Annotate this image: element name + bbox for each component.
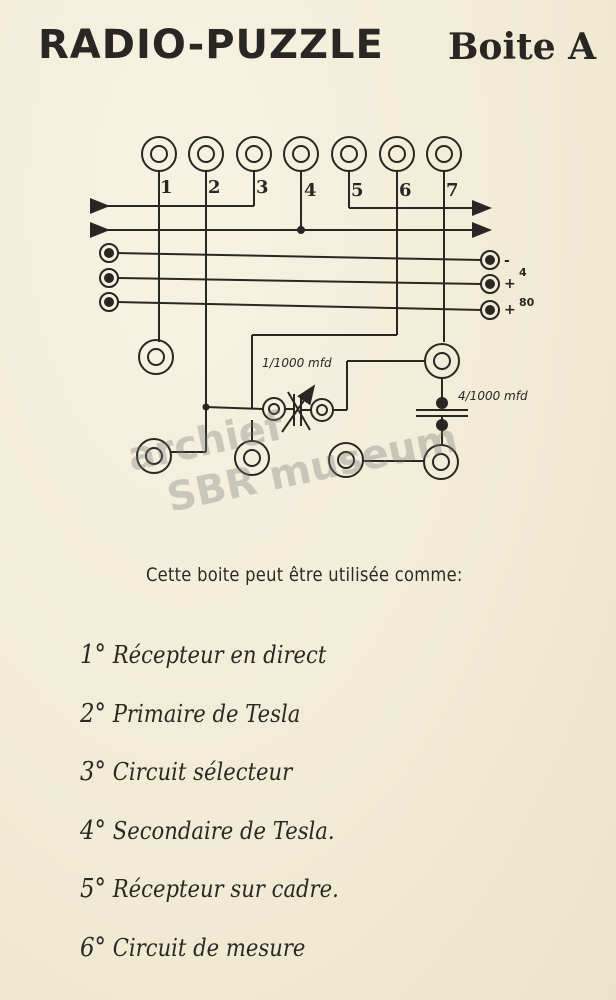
side-label-80: 80 — [519, 296, 535, 309]
terminal-number-1: 1 — [160, 177, 173, 198]
terminal-number-4: 4 — [304, 180, 317, 201]
list-item-number: 3° — [80, 757, 107, 787]
list-item-number: 4° — [80, 815, 107, 846]
list-item-label: Récepteur en direct — [112, 641, 327, 669]
list-item: 2° Primaire de Tesla — [80, 699, 502, 758]
list-item: 1° Récepteur en direct — [80, 640, 502, 699]
side-label-plus-1: + — [504, 276, 516, 292]
capacitor-label-1: 1/1000 mfd — [262, 356, 332, 370]
side-label-plus-2: + — [504, 302, 516, 318]
terminal-number-5: 5 — [351, 180, 364, 201]
capacitor-label-2: 4/1000 mfd — [458, 389, 528, 403]
list-item-label: Récepteur sur cadre. — [112, 875, 339, 903]
terminal-number-7: 7 — [446, 180, 459, 201]
circuit-diagram: 1 2 3 4 5 6 7 - + + 4 80 1/1000 mfd 4/10… — [90, 136, 535, 480]
page-subtitle: Boite A — [448, 26, 597, 68]
list-item-label: Primaire de Tesla — [112, 699, 301, 728]
list-item: 4° Secondaire de Tesla. — [80, 816, 502, 875]
list-item-number: 2° — [80, 698, 107, 729]
list-item: 6° Circuit de mesure — [80, 933, 502, 992]
list-item-label: Circuit sélecteur — [112, 758, 293, 786]
terminal-number-3: 3 — [256, 177, 269, 198]
list-item-label: Circuit de mesure — [112, 933, 306, 962]
uses-list: 1° Récepteur en direct 2° Primaire de Te… — [80, 640, 560, 991]
list-item: 3° Circuit sélecteur — [80, 757, 502, 816]
list-item-number: 6° — [80, 932, 107, 963]
terminal-number-6: 6 — [399, 180, 412, 201]
page-title: RADIO-PUZZLE — [38, 22, 384, 68]
list-item-number: 1° — [80, 640, 107, 670]
side-label-minus: - — [504, 253, 510, 269]
top-terminals — [141, 136, 462, 172]
intro-text: Cette boite peut être utilisée comme: — [146, 564, 463, 586]
side-label-4: 4 — [519, 266, 527, 279]
terminal-number-2: 2 — [208, 177, 221, 198]
list-item-label: Secondaire de Tesla. — [112, 816, 335, 845]
list-item: 5° Récepteur sur cadre. — [80, 874, 502, 933]
list-item-number: 5° — [80, 874, 107, 904]
